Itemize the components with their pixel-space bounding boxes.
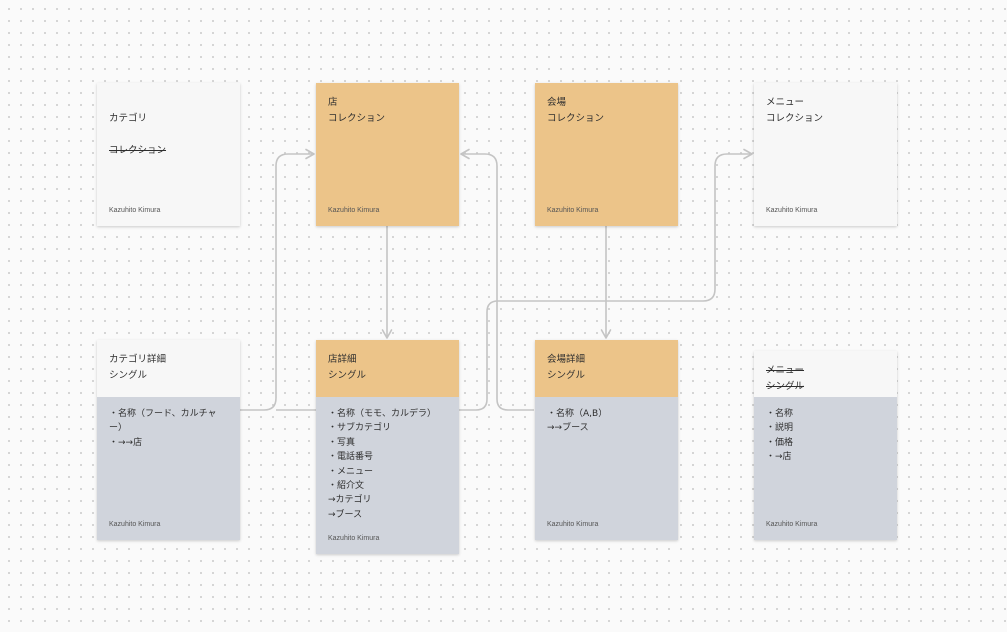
card-header: カテゴリ詳細 シングル xyxy=(97,340,240,397)
field-item: ・→店 xyxy=(766,452,792,463)
author-label: Kazuhito Kimura xyxy=(766,207,818,214)
card-store-detail[interactable]: 店詳細 シングル ・名称（モモ、カルデラ） ・サブカテゴリ ・写真 ・電話番号 … xyxy=(316,340,459,554)
field-item: →→ブース xyxy=(547,423,589,434)
field-item: ・サブカテゴリ xyxy=(328,423,392,434)
card-body: ・名称（A,B） →→ブース Kazuhito Kimura xyxy=(535,397,678,540)
sticky-title: 会場 コレクション xyxy=(547,97,605,124)
field-item: ・→→店 xyxy=(109,437,143,448)
author-label: Kazuhito Kimura xyxy=(328,207,380,214)
field-item: →カテゴリ xyxy=(328,495,372,506)
field-item: ・説明 xyxy=(766,423,794,434)
author-label: Kazuhito Kimura xyxy=(109,521,161,528)
connector-category-detail-to-store-collection xyxy=(240,148,315,411)
field-item: →ブース xyxy=(328,509,363,520)
sticky-title: カテゴリ コレクション xyxy=(109,95,228,159)
sticky-title: メニュー コレクション xyxy=(766,97,824,124)
field-list: ・名称（モモ、カルデラ） ・サブカテゴリ ・写真 ・電話番号 ・メニュー ・紹介… xyxy=(328,407,447,522)
author-label: Kazuhito Kimura xyxy=(766,521,818,528)
field-item: ・名称（フード、カルチャー） xyxy=(109,409,217,434)
field-list: ・名称（フード、カルチャー） ・→→店 xyxy=(109,407,228,450)
card-category-detail[interactable]: カテゴリ詳細 シングル ・名称（フード、カルチャー） ・→→店 Kazuhito… xyxy=(97,340,240,540)
card-body: ・名称 ・説明 ・価格 ・→店 Kazuhito Kimura xyxy=(754,397,897,540)
field-list: ・名称（A,B） →→ブース xyxy=(547,407,666,436)
sticky-title: 店 コレクション xyxy=(328,97,386,124)
title-line-1: カテゴリ xyxy=(109,113,148,124)
card-header: 会場詳細 シングル xyxy=(535,340,678,397)
sticky-header: カテゴリ コレクション xyxy=(97,83,240,156)
sticky-header: 会場 コレクション xyxy=(535,83,678,140)
field-item: ・メニュー xyxy=(328,466,374,477)
field-item: ・名称（モモ、カルデラ） xyxy=(328,409,437,419)
author-label: Kazuhito Kimura xyxy=(547,207,599,214)
field-item: ・名称 xyxy=(766,409,794,419)
connector-store-detail-to-menu-collection xyxy=(458,148,753,411)
author-label: Kazuhito Kimura xyxy=(328,535,380,542)
field-item: ・写真 xyxy=(328,437,356,448)
card-title: メニュー シングル xyxy=(766,365,805,392)
card-venue-detail[interactable]: 会場詳細 シングル ・名称（A,B） →→ブース Kazuhito Kimura xyxy=(535,340,678,540)
sticky-menu-collection[interactable]: メニュー コレクション Kazuhito Kimura xyxy=(754,83,897,226)
sticky-header: メニュー コレクション xyxy=(754,83,897,140)
card-title: カテゴリ詳細 シングル xyxy=(109,354,167,381)
field-item: ・紹介文 xyxy=(328,481,365,492)
card-body: ・名称（モモ、カルデラ） ・サブカテゴリ ・写真 ・電話番号 ・メニュー ・紹介… xyxy=(316,397,459,554)
sticky-category-collection[interactable]: カテゴリ コレクション Kazuhito Kimura xyxy=(97,83,240,226)
card-body: ・名称（フード、カルチャー） ・→→店 Kazuhito Kimura xyxy=(97,397,240,540)
card-header: メニュー シングル xyxy=(754,351,897,397)
author-label: Kazuhito Kimura xyxy=(109,207,161,214)
sticky-venue-collection[interactable]: 会場 コレクション Kazuhito Kimura xyxy=(535,83,678,226)
card-title: 会場詳細 シングル xyxy=(547,354,586,381)
field-item: ・電話番号 xyxy=(328,452,374,463)
connector-venue-detail-to-store-collection xyxy=(460,148,534,411)
field-item: ・名称（A,B） xyxy=(547,409,608,419)
title-line-2: コレクション xyxy=(109,145,167,156)
card-menu-detail[interactable]: メニュー シングル ・名称 ・説明 ・価格 ・→店 Kazuhito Kimur… xyxy=(754,351,897,540)
author-label: Kazuhito Kimura xyxy=(547,521,599,528)
card-title: 店詳細 シングル xyxy=(328,354,367,381)
field-item: ・価格 xyxy=(766,437,794,448)
sticky-store-collection[interactable]: 店 コレクション Kazuhito Kimura xyxy=(316,83,459,226)
card-header: 店詳細 シングル xyxy=(316,340,459,397)
sticky-header: 店 コレクション xyxy=(316,83,459,140)
field-list: ・名称 ・説明 ・価格 ・→店 xyxy=(766,407,885,465)
